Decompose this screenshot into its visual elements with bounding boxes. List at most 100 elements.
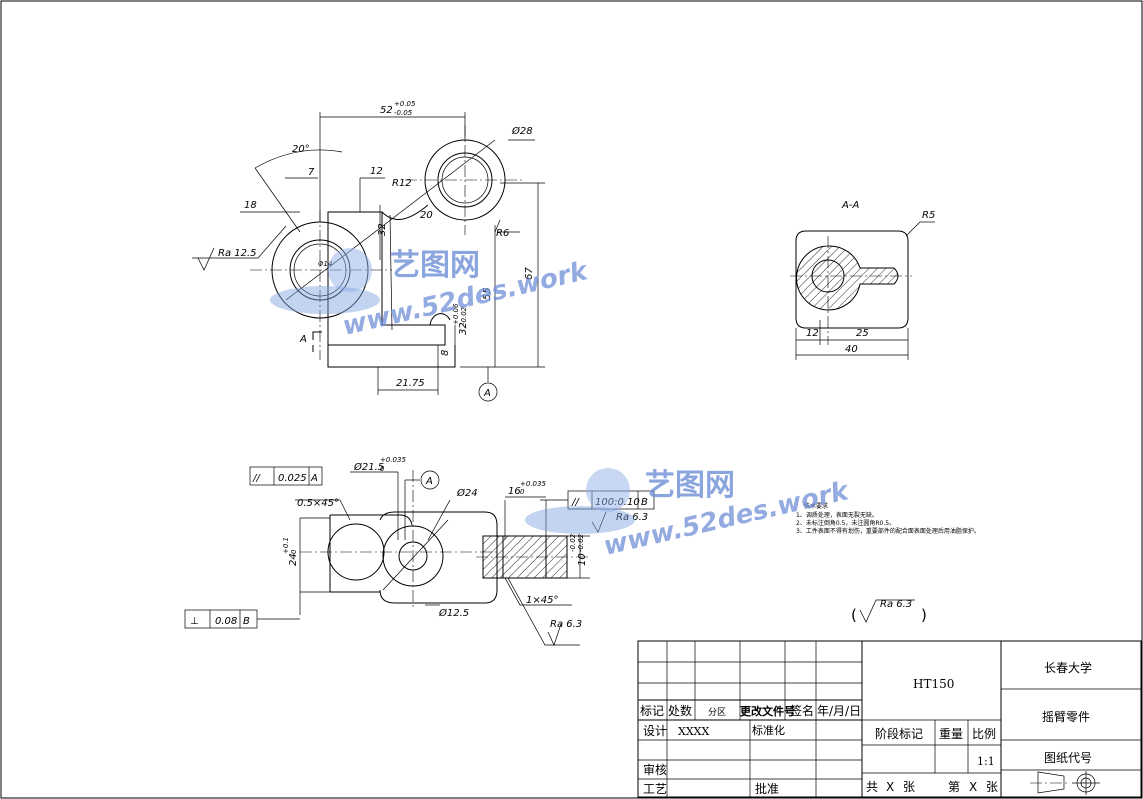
svg-text:-0.02: -0.02 xyxy=(569,533,577,552)
tb-date: 年/月/日 xyxy=(817,704,861,718)
section-hatch xyxy=(796,245,899,311)
tb-material: HT150 xyxy=(913,677,954,691)
technical-requirements: 技术要求 1、调质处理，表面无裂无缺。 2、未标注倒角0.5，未注圆角R0.5。… xyxy=(796,502,980,535)
svg-text:A: A xyxy=(425,476,433,487)
roughness-ra6-3-a: Ra 6.3 xyxy=(616,512,648,523)
tb-weight: 重量 xyxy=(939,727,963,741)
projection-symbol-icon xyxy=(1030,771,1100,795)
svg-text:-0.02: -0.02 xyxy=(460,306,468,325)
dim-angle-20: 20° xyxy=(292,144,310,155)
tb-school: 长春大学 xyxy=(1044,660,1092,675)
svg-text:X: X xyxy=(886,780,894,794)
fcf-perpendicular-b: ⊥ 0.08 B xyxy=(184,609,258,629)
svg-text:+0.035: +0.035 xyxy=(520,480,546,488)
roughness-ra12-5: Ra 12.5 xyxy=(218,248,257,259)
dim-20: 20 xyxy=(420,210,433,221)
base-outline xyxy=(327,345,456,368)
general-roughness: ( Ra 6.3 ) xyxy=(851,599,927,624)
tb-review: 审核 xyxy=(643,762,667,777)
section-marker-a: A xyxy=(299,334,307,345)
svg-text:⊥: ⊥ xyxy=(190,616,199,627)
svg-text:A: A xyxy=(310,473,318,484)
dim-24: 24 xyxy=(288,553,299,566)
svg-text:-0.05: -0.05 xyxy=(394,109,413,117)
tech-note-2: 2、未标注倒角0.5，未注圆角R0.5。 xyxy=(796,519,895,527)
tb-mark: 标记 xyxy=(640,704,664,718)
dim-16: 16 xyxy=(508,486,521,497)
dim-r5: R5 xyxy=(922,210,935,221)
tb-zone: 分区 xyxy=(708,707,726,718)
svg-text:+0.1: +0.1 xyxy=(282,537,290,554)
svg-text:): ) xyxy=(921,606,927,624)
dim-r6: R6 xyxy=(496,228,509,239)
dim-section-25: 25 xyxy=(856,328,869,339)
svg-text:0.025: 0.025 xyxy=(278,473,307,484)
tech-notes-title: 技术要求 xyxy=(804,502,828,510)
dim-32a: 32 xyxy=(377,223,388,236)
datum-a-bubble-top xyxy=(420,470,440,490)
dim-section-40: 40 xyxy=(845,344,858,355)
section-aa-view: A-A R5 12 25 40 xyxy=(790,200,935,360)
tb-scale: 1:1 xyxy=(977,755,995,768)
tb-total: 共 xyxy=(866,780,878,794)
dim-bore-diameter: Φ14 xyxy=(318,260,332,268)
dim-chamfer-1: 1×45° xyxy=(526,595,558,606)
dim-10: 10 xyxy=(577,553,588,566)
svg-text:张: 张 xyxy=(903,780,915,794)
tb-standardize: 标准化 xyxy=(752,723,785,737)
svg-text:+0.035: +0.035 xyxy=(380,456,406,464)
tb-nth: 第 xyxy=(948,780,960,794)
svg-text:艺图网: 艺图网 xyxy=(390,248,480,283)
svg-text:-0.02: -0.02 xyxy=(577,533,585,552)
svg-text:B: B xyxy=(641,497,648,508)
top-view: // 0.025 A // 100:0.10 B ⊥ 0.08 B Ø21.5 … xyxy=(184,456,915,646)
svg-text:+0.06: +0.06 xyxy=(452,303,460,325)
tb-approve: 批准 xyxy=(755,781,779,796)
front-view: A 52 +0.05 -0.05 Ø28 20° 7 18 12 R12 20 … xyxy=(192,100,545,402)
dim-d21-5: Ø21.5 xyxy=(353,461,384,473)
dim-21-75: 21.75 xyxy=(396,378,425,389)
tb-scale-label: 比例 xyxy=(972,727,996,741)
web-curve xyxy=(381,204,429,220)
svg-text://: // xyxy=(571,497,580,508)
dim-d28: Ø28 xyxy=(511,125,533,137)
tb-design: 设计 xyxy=(643,724,667,738)
svg-text:(: ( xyxy=(851,606,857,624)
dim-52: 52 xyxy=(380,105,393,116)
dim-chamfer-05: 0.5×45° xyxy=(297,498,339,509)
svg-text:0: 0 xyxy=(380,465,385,473)
top-body xyxy=(379,511,498,604)
dim-12: 12 xyxy=(370,166,383,177)
dim-d24: Ø24 xyxy=(456,487,478,499)
tb-process: 工艺 xyxy=(643,782,667,796)
svg-text:B: B xyxy=(243,616,250,627)
svg-text:0.08: 0.08 xyxy=(215,616,237,627)
dim-55: 55 xyxy=(482,287,493,300)
tb-drawing-code: 图纸代号 xyxy=(1044,751,1092,765)
svg-text:X: X xyxy=(969,780,977,794)
datum-a-bubble xyxy=(478,382,498,402)
dim-18: 18 xyxy=(244,200,257,211)
roughness-ra6-3-b: Ra 6.3 xyxy=(550,619,582,630)
svg-text:张: 张 xyxy=(986,780,998,794)
tb-count: 处数 xyxy=(668,703,692,718)
section-title: A-A xyxy=(841,200,859,211)
svg-text:+0.05: +0.05 xyxy=(394,100,416,108)
dim-67: 67 xyxy=(524,267,535,280)
dim-7: 7 xyxy=(308,167,315,178)
dim-8: 8 xyxy=(440,350,451,356)
dim-section-12: 12 xyxy=(806,328,819,339)
tb-sign: 签名 xyxy=(790,703,814,718)
datum-a-label: A xyxy=(483,388,491,399)
tech-note-3: 3、工件表面不得有划伤，重要部件的配合面表面处理后用油脂保护。 xyxy=(796,527,980,535)
svg-text:0: 0 xyxy=(290,549,298,554)
svg-text:0: 0 xyxy=(520,488,525,496)
tb-designer: XXXX xyxy=(678,725,709,738)
svg-text://: // xyxy=(252,473,261,484)
fcf-parallel-a: // 0.025 A xyxy=(249,466,323,486)
tb-change-doc: 更改文件号 xyxy=(740,704,795,718)
dim-r12: R12 xyxy=(392,178,412,189)
title-block: 标记 处数 分区 更改文件号 签名 年/月/日 设计 XXXX 标准化 审核 工… xyxy=(637,640,1142,798)
svg-text:Ra 6.3: Ra 6.3 xyxy=(880,599,912,610)
